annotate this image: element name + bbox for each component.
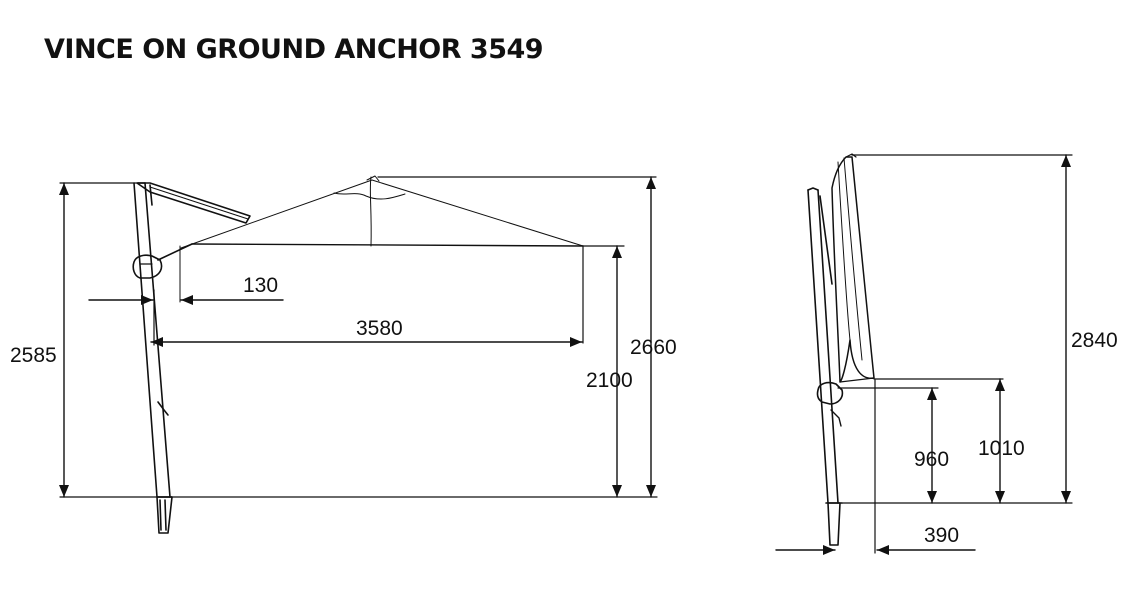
label-2585: 2585 [10, 344, 57, 367]
front-pole [807, 187, 843, 546]
front-closed-canopy [831, 153, 875, 383]
front-crank-handle [830, 409, 842, 427]
label-2840: 2840 [1071, 329, 1118, 352]
label-390: 390 [924, 524, 959, 547]
label-2100: 2100 [586, 369, 633, 392]
side-dimension-lines [59, 176, 656, 498]
side-extension-lines [59, 176, 658, 498]
side-top-arm [136, 182, 251, 224]
label-960: 960 [914, 448, 949, 471]
label-1010: 1010 [978, 437, 1025, 460]
front-extension-lines [837, 154, 1073, 554]
page-title: VINCE ON GROUND ANCHOR 3549 [44, 34, 544, 65]
side-pole [133, 182, 173, 534]
side-canopy [179, 175, 584, 303]
label-2660: 2660 [630, 336, 677, 359]
side-hub-bracket [132, 254, 163, 279]
label-3580: 3580 [356, 317, 403, 340]
side-crank-handle [157, 401, 169, 416]
label-130: 130 [243, 274, 278, 297]
front-view [775, 153, 1073, 555]
front-hub-bracket [816, 381, 844, 405]
side-view [59, 175, 658, 534]
front-dimension-lines [775, 154, 1071, 555]
